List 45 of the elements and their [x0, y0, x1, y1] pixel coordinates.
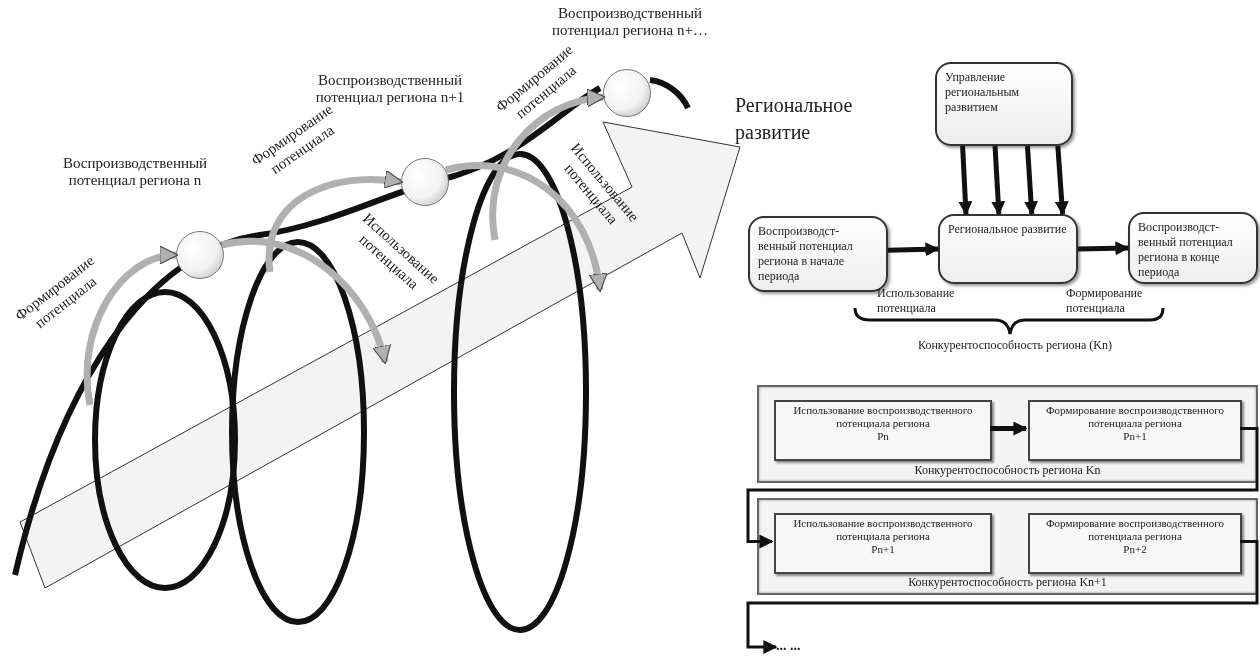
arrow	[1054, 145, 1069, 216]
arrow	[990, 421, 1028, 436]
node-label: Pn	[876, 430, 890, 443]
process-box	[1028, 400, 1242, 461]
arrow	[991, 145, 1006, 216]
group-box	[757, 385, 1258, 483]
arrow	[887, 242, 940, 257]
node-label: Формирование воспроизводственного потенциала региона	[1044, 517, 1226, 543]
arrow	[746, 540, 1259, 654]
text-label: Формирование потенциала	[1066, 286, 1144, 316]
rounded-box	[935, 62, 1073, 146]
arrow	[1024, 145, 1038, 216]
group-box	[757, 498, 1258, 595]
arrow	[445, 162, 607, 293]
node-label: Pn+2	[1122, 543, 1148, 556]
node-label: Использование воспроизводственного потенциала региона	[792, 517, 974, 543]
node-label: Воспроизводст- венный потенциал региона в конце периода	[1138, 220, 1234, 280]
node-label: Воспроизводственный потенциал региона n	[61, 155, 209, 189]
node-label: Pn+1	[1122, 430, 1148, 443]
arrow	[746, 427, 1259, 549]
arrow-label: Региональное развитие	[735, 93, 854, 146]
group-label: Конкурентоспособность региона Kn	[913, 463, 1102, 478]
node-label: ... ...	[776, 638, 802, 654]
arrow	[1077, 241, 1130, 256]
node-label: Воспроизводственный потенциал региона n+1	[315, 72, 465, 106]
brace-label: Конкурентоспособность региона (Kn)	[917, 338, 1113, 353]
arrow	[489, 89, 606, 241]
text-label: Использование потенциала	[877, 286, 956, 316]
node-label: Воспроизводст- венный потенциал региона в начале периода	[758, 224, 854, 284]
arrow	[958, 145, 973, 216]
node-label: Pn+1	[870, 543, 896, 556]
node-label: Воспроизводственный потенциал региона n+…	[551, 5, 709, 39]
arrow	[83, 247, 179, 406]
node-label: Управление региональным развитием	[945, 70, 1021, 115]
process-box	[774, 513, 992, 574]
arrow	[265, 170, 404, 273]
node-label: Формирование воспроизводственного потенциала региона	[1044, 404, 1226, 430]
process-box	[774, 400, 992, 461]
process-box	[1028, 513, 1242, 574]
rounded-box	[1128, 212, 1258, 284]
arrow	[221, 238, 390, 365]
rounded-box	[938, 214, 1078, 284]
group-label: Конкурентоспособность региона Kn+1	[907, 575, 1108, 590]
node-label: Использование воспроизводственного потенциала региона	[792, 404, 974, 430]
node-label: Региональное развитие	[948, 222, 1068, 237]
